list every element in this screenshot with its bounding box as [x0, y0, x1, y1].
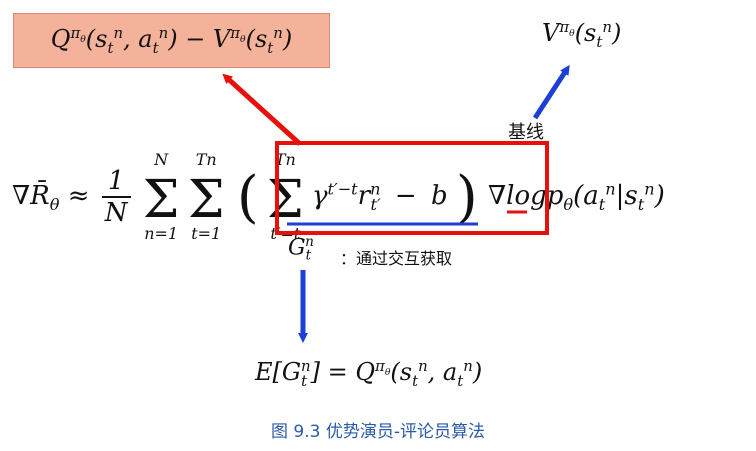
fraction-numerator: 1	[101, 166, 131, 198]
sum-t-lower: t=1	[191, 224, 222, 243]
return-desc-text: 通过交互获取	[356, 249, 453, 268]
inner-sum-upper: Tn	[274, 150, 296, 169]
discounted-reward-term: γt′−trnt′	[312, 179, 381, 215]
log-prob-term: ∇logpθ(atn|stn)	[488, 179, 665, 215]
return-symbol: Gtn	[288, 234, 314, 264]
minus-sign: −	[394, 181, 417, 211]
baseline-label: 基线	[508, 122, 544, 143]
sum-over-t: Tn Σ t=1	[188, 152, 225, 242]
value-function-label: Vπθ(stn)	[542, 18, 622, 51]
expectation-formula: E[Gtn] = Qπθ(stn, atn)	[255, 357, 483, 390]
advantage-highlight-box	[275, 141, 549, 235]
figure-caption: 图 9.3 优势演员-评论员算法	[271, 422, 485, 442]
sum-t-upper: Tn	[195, 150, 217, 169]
colon: ：	[340, 249, 357, 268]
blue-arrow-up	[532, 64, 570, 120]
sum-n-upper: N	[154, 150, 169, 169]
fraction-denominator: N	[104, 198, 128, 228]
sum-sign: Σ	[266, 170, 304, 230]
baseline-symbol: b	[430, 181, 448, 211]
gradient-lhs: ∇R̄θ ≈	[12, 181, 98, 215]
sum-over-n: N Σ n=1	[143, 152, 180, 242]
policy-gradient-formula: ∇R̄θ ≈ 1 N N Σ n=1 Tn Σ t=1 ( Tn Σ t′=t …	[12, 152, 665, 242]
open-paren: (	[236, 164, 259, 230]
advantage-formula: Qπθ(stn, atn) − Vπθ(stn)	[50, 24, 293, 57]
sum-sign: Σ	[142, 170, 180, 230]
advantage-formula-box: Qπθ(stn, atn) − Vπθ(stn)	[13, 13, 330, 68]
red-arrow	[222, 73, 302, 146]
close-paren: )	[455, 164, 478, 230]
return-description: ：通过交互获取	[340, 245, 452, 269]
sum-sign: Σ	[187, 170, 225, 230]
sum-n-lower: n=1	[144, 224, 179, 243]
fraction-1-over-n: 1 N	[101, 166, 131, 228]
